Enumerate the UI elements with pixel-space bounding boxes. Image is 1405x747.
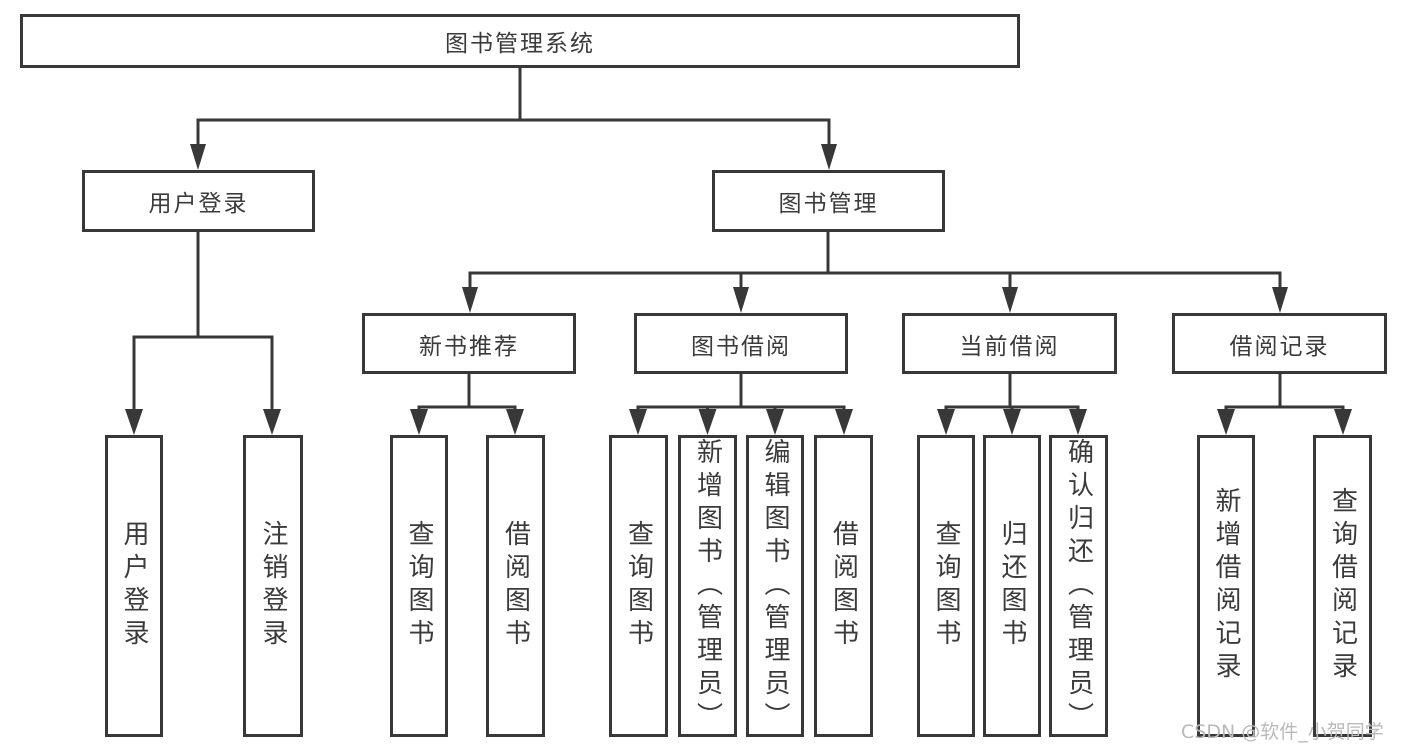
- leaf-query-borrow-record-label: 查询借阅记录: [1327, 487, 1358, 685]
- leaf-borrow-books-newrec: 借阅图书: [486, 435, 545, 737]
- node-book-management: 图书管理: [712, 170, 945, 232]
- leaf-return-books-label: 归还图书: [997, 520, 1027, 652]
- leaf-user-login: 用户登录: [105, 435, 163, 737]
- leaf-borrow-books-borrowing: 借阅图书: [814, 435, 873, 737]
- leaf-borrow-books-newrec-label: 借阅图书: [500, 520, 531, 652]
- node-current-borrowing-label: 当前借阅: [959, 333, 1060, 360]
- node-book-borrowing-label: 图书借阅: [691, 333, 791, 360]
- leaf-query-books-current: 查询图书: [917, 435, 975, 737]
- leaf-logout: 注销登录: [243, 435, 303, 737]
- node-borrowing-records-label: 借阅记录: [1229, 333, 1330, 360]
- node-current-borrowing: 当前借阅: [902, 313, 1117, 374]
- leaf-return-books: 归还图书: [983, 435, 1041, 737]
- node-user-login: 用户登录: [82, 170, 315, 232]
- leaf-add-books-admin: 新增图书（管理员）: [678, 435, 737, 737]
- leaf-edit-books-admin-label: 编辑图书（管理员）: [760, 438, 790, 735]
- leaf-edit-books-admin: 编辑图书（管理员）: [746, 435, 804, 737]
- leaf-query-books-newrec-label: 查询图书: [404, 520, 434, 652]
- leaf-logout-label: 注销登录: [258, 520, 288, 652]
- node-root-system: 图书管理系统: [20, 14, 1020, 68]
- leaf-borrow-books-borrowing-label: 借阅图书: [828, 520, 859, 652]
- node-book-management-label: 图书管理: [778, 191, 879, 217]
- csdn-watermark: CSDN @软件_小贺同学: [1181, 721, 1384, 743]
- leaf-add-books-admin-label: 新增图书（管理员）: [692, 438, 723, 735]
- leaf-confirm-return-admin-label: 确认归还（管理员）: [1063, 438, 1094, 735]
- node-user-login-label: 用户登录: [148, 191, 249, 217]
- node-new-book-recommendation: 新书推荐: [362, 313, 576, 374]
- leaf-confirm-return-admin: 确认归还（管理员）: [1049, 435, 1108, 737]
- leaf-query-borrow-record: 查询借阅记录: [1313, 435, 1372, 737]
- node-borrowing-records: 借阅记录: [1172, 313, 1387, 374]
- node-book-borrowing: 图书借阅: [634, 313, 848, 374]
- node-root-label: 图书管理系统: [445, 31, 595, 57]
- arrowheads: [125, 144, 1352, 435]
- leaf-query-books-borrowing-label: 查询图书: [623, 520, 654, 652]
- leaf-add-borrow-record: 新增借阅记录: [1197, 435, 1255, 737]
- leaf-query-books-newrec: 查询图书: [390, 435, 448, 737]
- node-new-book-recommendation-label: 新书推荐: [419, 333, 519, 360]
- leaf-user-login-label: 用户登录: [119, 520, 149, 652]
- leaf-add-borrow-record-label: 新增借阅记录: [1211, 487, 1241, 685]
- leaf-query-books-current-label: 查询图书: [931, 520, 961, 652]
- leaf-query-books-borrowing: 查询图书: [609, 435, 668, 737]
